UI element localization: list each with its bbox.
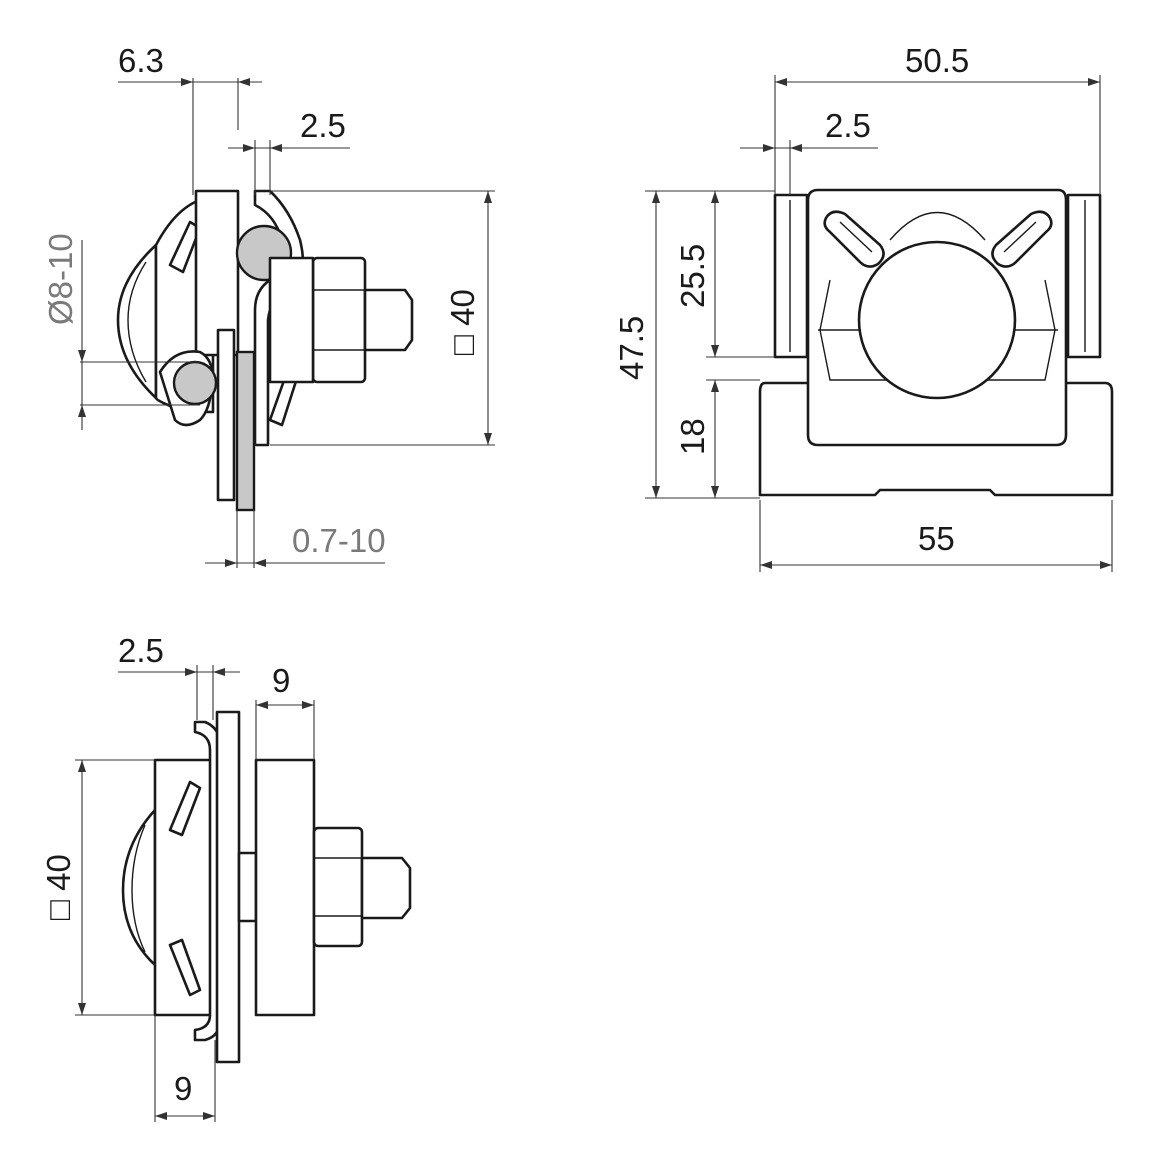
side-plate [194, 189, 240, 357]
front-side-plate-right [1066, 193, 1102, 359]
flat-side-view [121, 710, 412, 1064]
front-view [758, 188, 1114, 497]
dim-front-upper-height: 25.5 [674, 244, 711, 308]
dim-side-square: □ 40 [444, 289, 481, 355]
dim-flat-square: □ 40 [40, 854, 77, 920]
flat-right-body [254, 758, 316, 1017]
side-view [116, 189, 414, 512]
dim-side-top-width: 6.3 [118, 42, 164, 79]
flat-nut [312, 826, 364, 948]
front-wing-right [991, 210, 1053, 268]
dim-front-base-height: 18 [674, 418, 711, 455]
flat-wing-top [168, 780, 202, 837]
dim-front-overall-width: 50.5 [905, 42, 969, 79]
dim-front-base-width: 55 [918, 520, 955, 557]
side-clamp-sheet [216, 328, 236, 502]
side-conductor-sheet [235, 350, 256, 512]
side-bolt [363, 288, 414, 352]
flat-bolt [360, 856, 412, 920]
flat-plate [215, 710, 241, 1064]
dim-flat-plate-width: 9 [272, 662, 290, 699]
flat-bolt-stem [237, 851, 258, 923]
side-round-conductor-bottom [172, 360, 218, 406]
dim-flat-sheet-thickness: 2.5 [118, 632, 164, 669]
dim-front-total-height: 47.5 [613, 316, 650, 380]
dim-side-round-conductor: Ø8-10 [42, 233, 79, 325]
dim-flat-body-width: 9 [174, 1070, 192, 1107]
flat-dome [121, 808, 157, 967]
side-body-block [268, 256, 315, 384]
side-view-dimensions: 6.3 2.5 □ 40 Ø8-10 0.7-10 [42, 42, 495, 568]
dim-side-sheet-thickness: 2.5 [300, 107, 346, 144]
front-wing-left [823, 210, 885, 268]
front-side-plate-left [773, 193, 809, 359]
side-nut [311, 256, 367, 384]
flat-wing-bottom [168, 938, 202, 997]
flat-view-dimensions: 2.5 9 □ 40 9 [40, 632, 315, 1122]
dim-front-sheet-thickness: 2.5 [825, 107, 871, 144]
front-view-dimensions: 50.5 2.5 47.5 25.5 18 55 [613, 42, 1113, 572]
side-dome [116, 243, 158, 400]
dim-side-clamp-range: 0.7-10 [292, 522, 386, 559]
front-center-circle [857, 240, 1017, 400]
